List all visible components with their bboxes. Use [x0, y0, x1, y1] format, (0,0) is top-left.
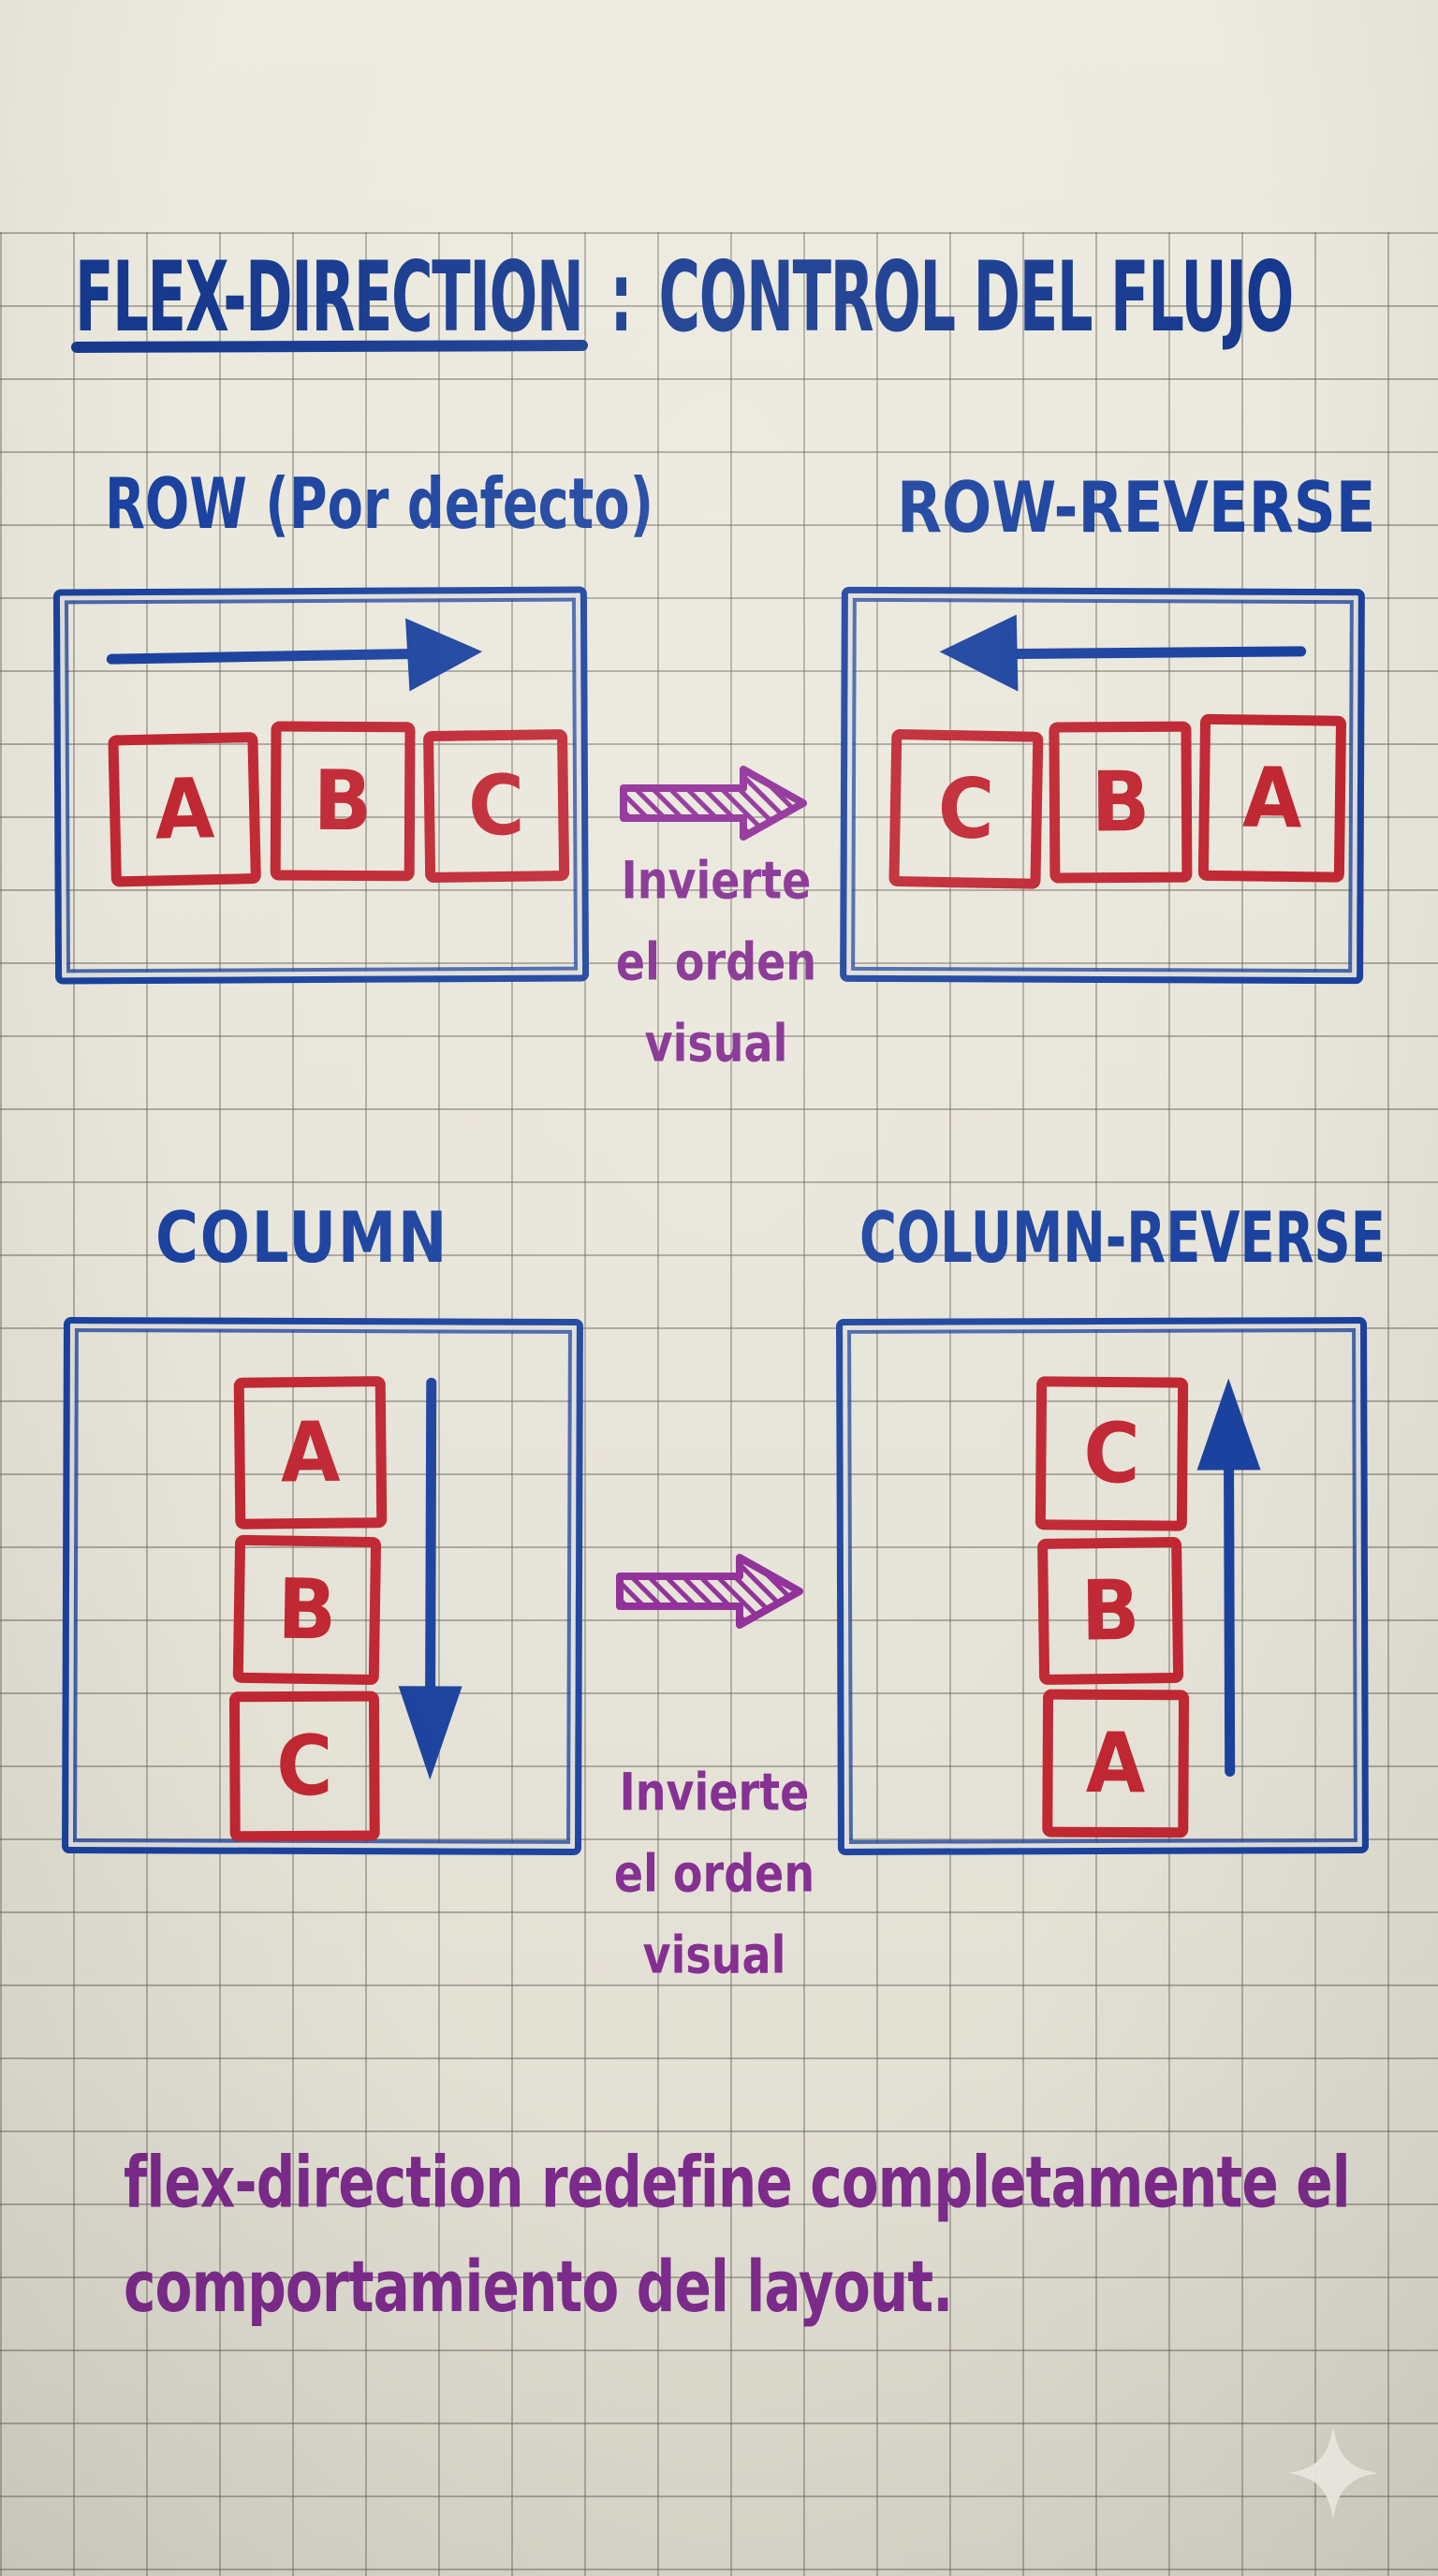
label-column-reverse: COLUMN-REVERSE: [859, 1198, 1386, 1280]
flex-item: B: [1049, 721, 1193, 884]
footer-note: flex-direction redefine completamente el…: [124, 2130, 1351, 2339]
title-underlined-part: FLEX-DIRECTION: [75, 242, 584, 354]
title-rest: CONTROL DEL FLUJO: [658, 242, 1295, 354]
arrow-left-icon: [939, 614, 1307, 692]
item-letter: C: [936, 760, 995, 858]
footer-line: flex-direction redefine completamente el: [124, 2141, 1351, 2225]
flex-item: C: [228, 1690, 380, 1842]
flex-item: B: [232, 1534, 382, 1686]
note-line: Invierte: [621, 851, 812, 911]
grid-paper-background: [0, 232, 1438, 2576]
note-line: el orden: [613, 1843, 815, 1904]
item-letter: A: [1085, 1715, 1146, 1812]
note-line: visual: [642, 1925, 786, 1985]
note-line: el orden: [615, 931, 817, 992]
note-line: visual: [644, 1013, 788, 1074]
invert-note-column: Invierte el orden visual: [572, 1752, 857, 1997]
title-separator: :: [609, 242, 633, 354]
item-letter: B: [1080, 1562, 1141, 1660]
arrow-up-icon: [1196, 1378, 1261, 1778]
flex-item: A: [108, 731, 261, 887]
invert-order-arrow-icon: [616, 1554, 803, 1629]
flex-container-row: A B C: [52, 586, 590, 985]
flex-container-column: A B C: [62, 1317, 583, 1855]
flex-item: C: [1034, 1376, 1189, 1531]
flex-item: A: [1042, 1689, 1190, 1838]
flex-item: A: [1197, 713, 1347, 883]
label-row-reverse: ROW-REVERSE: [897, 468, 1376, 549]
flex-container-row-reverse: C B A: [840, 586, 1365, 985]
item-letter: C: [467, 757, 525, 855]
item-letter: C: [1082, 1405, 1141, 1502]
invert-order-arrow-icon: [620, 766, 807, 841]
label-row: ROW (Por defecto): [105, 464, 654, 546]
label-column: COLUMN: [155, 1198, 449, 1280]
item-letter: B: [1091, 754, 1151, 851]
item-letter: B: [276, 1561, 337, 1659]
invert-note-row: Invierte el orden visual: [574, 841, 858, 1085]
title-underline: [70, 340, 589, 353]
item-letter: C: [275, 1718, 333, 1815]
flex-item: B: [1037, 1536, 1184, 1686]
sparkle-icon: [1288, 2426, 1378, 2520]
flex-item: A: [233, 1376, 388, 1530]
arrow-down-icon: [398, 1377, 462, 1780]
page-title: FLEX-DIRECTION : CONTROL DEL FLUJO: [75, 242, 1295, 354]
item-letter: A: [154, 760, 216, 858]
flex-container-column-reverse: C B A: [836, 1317, 1369, 1855]
item-letter: A: [1241, 750, 1303, 847]
note-line: Invierte: [619, 1763, 810, 1822]
item-letter: A: [280, 1404, 341, 1501]
flex-item: C: [888, 728, 1044, 889]
item-letter: B: [313, 753, 373, 850]
arrow-right-icon: [106, 618, 483, 692]
flex-item: B: [270, 721, 416, 882]
footer-line: comportamiento del layout.: [124, 2246, 953, 2329]
flex-item: C: [422, 728, 570, 884]
